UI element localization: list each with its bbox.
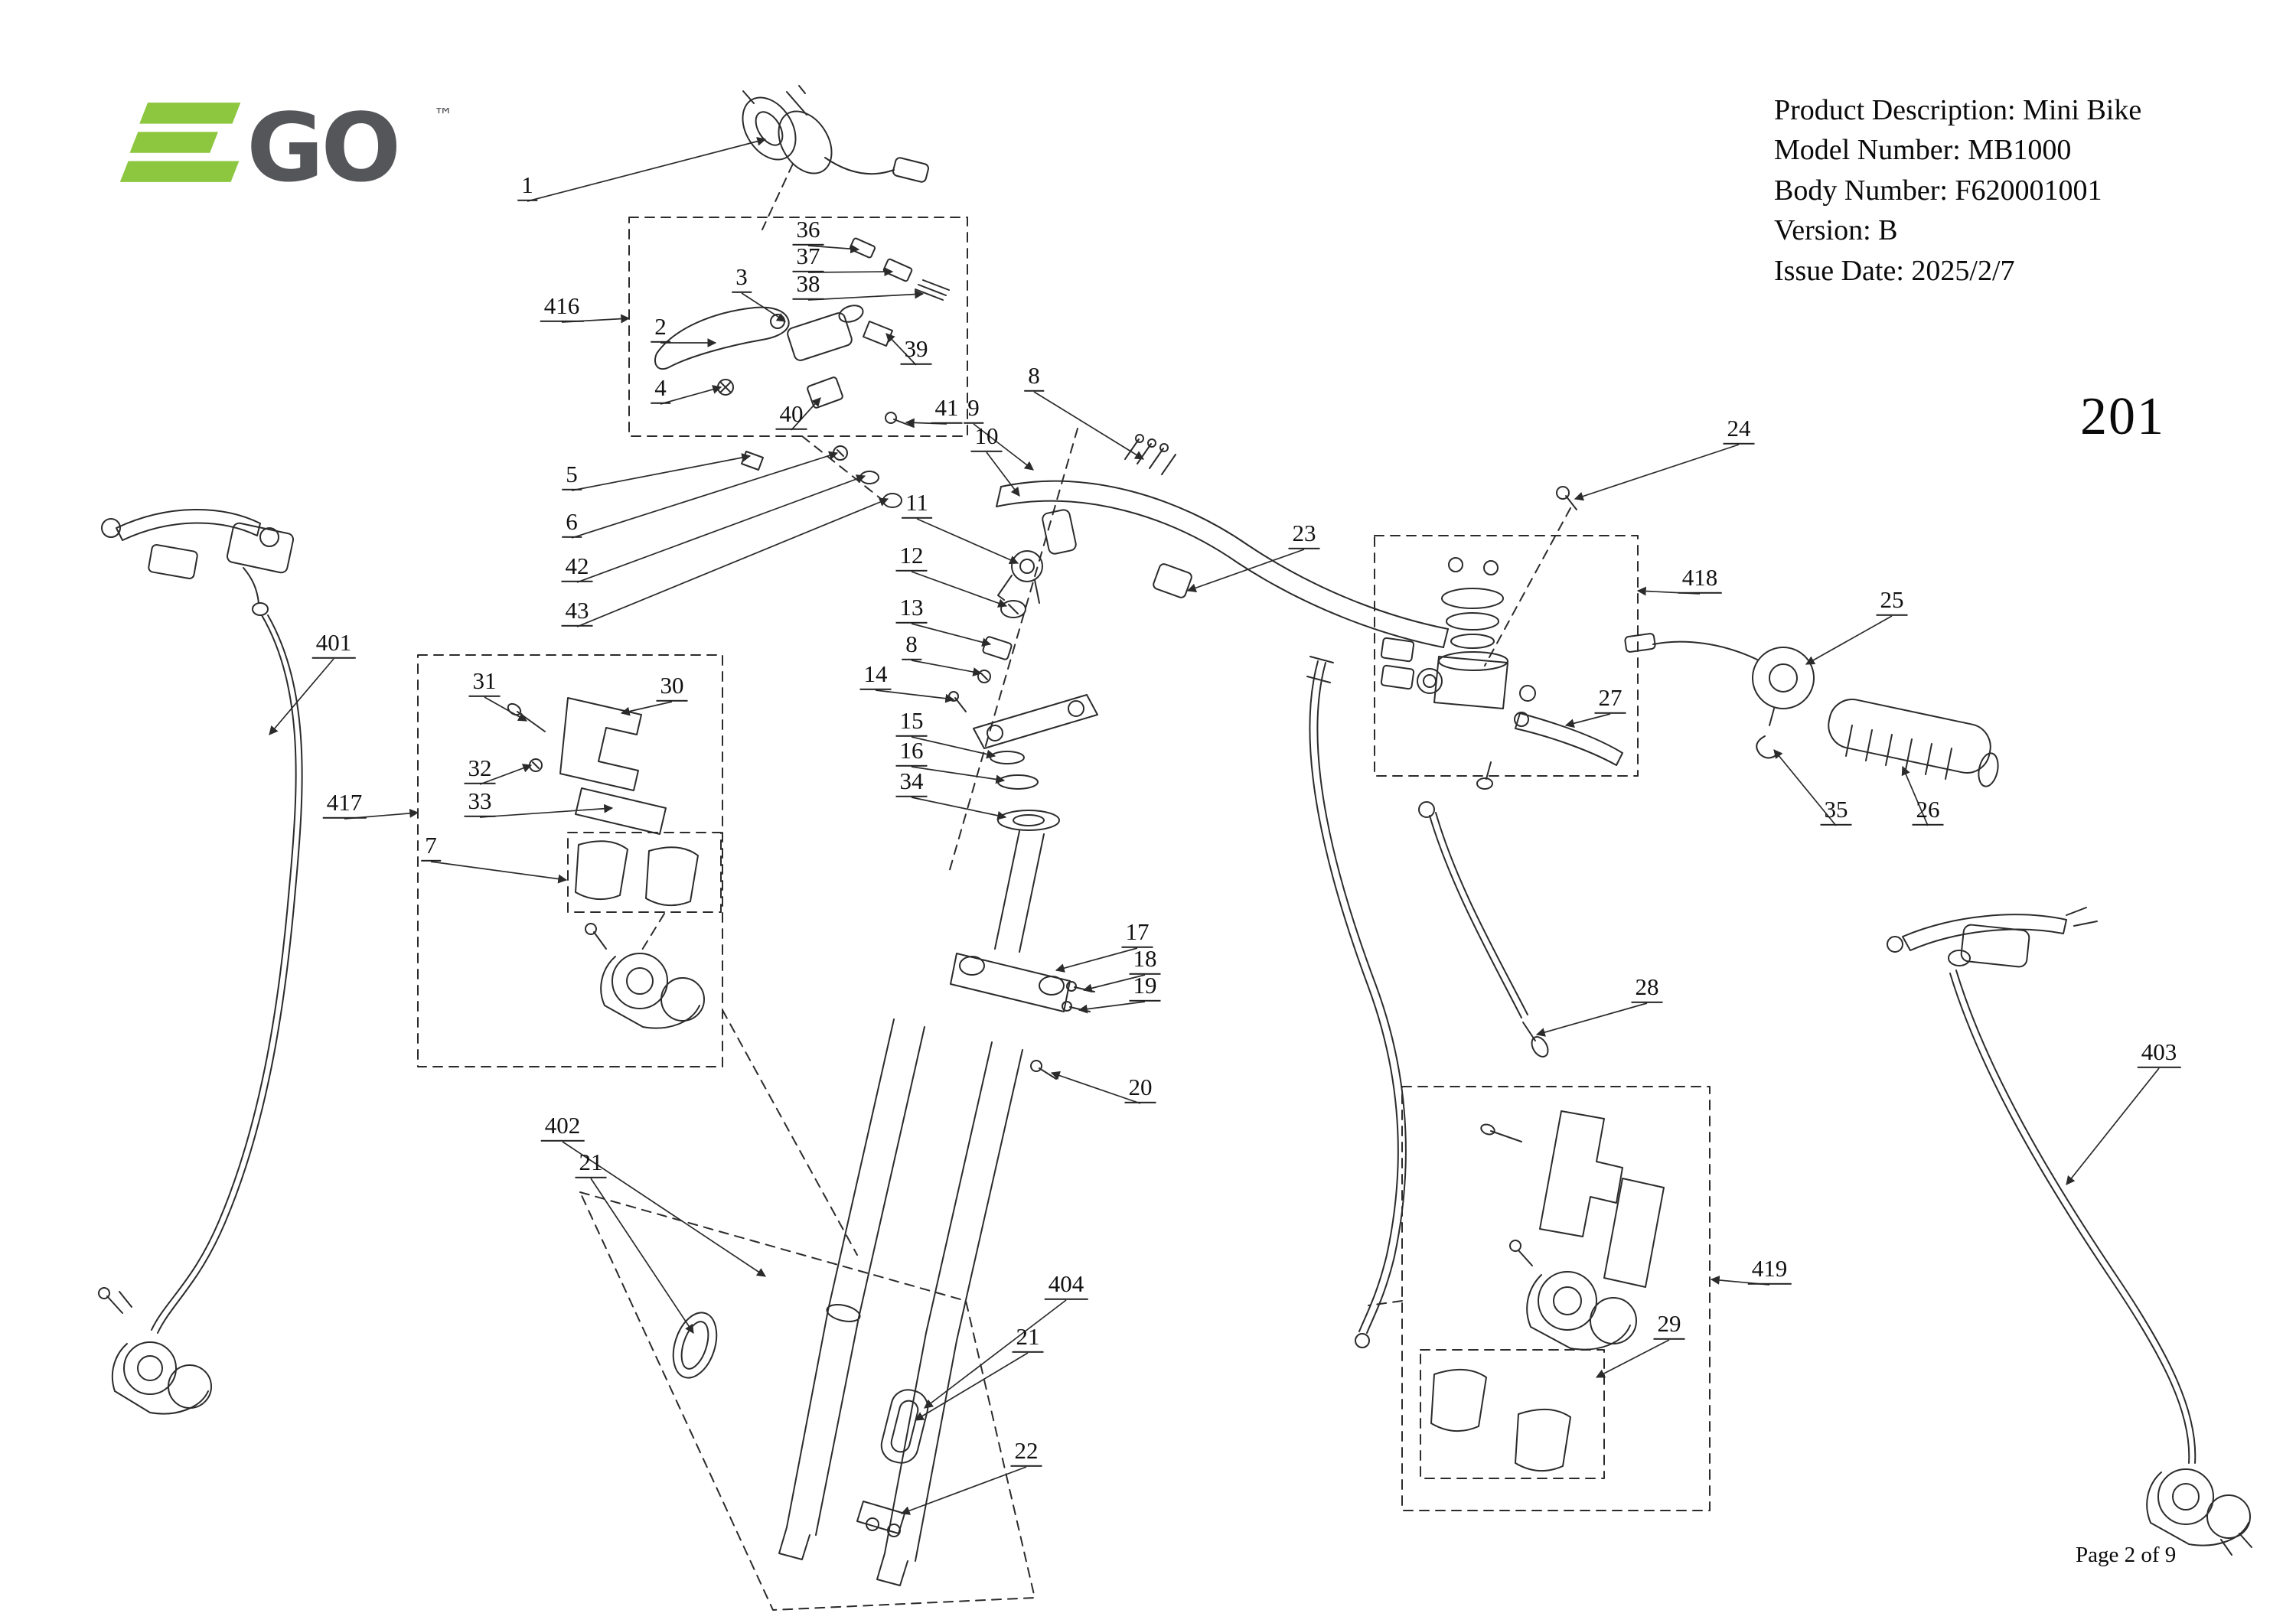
- page-indicator: Page 2 of 9: [2076, 1543, 2177, 1567]
- callout-30-36: 30: [656, 673, 688, 702]
- right-master-cylinder-group-418: [1374, 486, 1639, 790]
- callout-9-11: 9: [964, 395, 983, 424]
- callout-416-1: 416: [540, 293, 584, 322]
- callout-22-48: 22: [1010, 1438, 1042, 1467]
- callout-4-8: 4: [651, 375, 670, 404]
- callout-419-51: 419: [1747, 1256, 1792, 1285]
- front-brake-lever-group-416: [628, 217, 968, 502]
- callout-19-42: 19: [1129, 973, 1161, 1002]
- callout-29-52: 29: [1653, 1311, 1685, 1340]
- callout-403-50: 403: [2137, 1039, 2181, 1068]
- model-number: Model Number: MB1000: [1774, 134, 2072, 167]
- callout-15-23: 15: [895, 708, 928, 737]
- ego-logo-graphic: GO ™: [119, 94, 453, 204]
- body-number: Body Number: F620001001: [1774, 174, 2102, 207]
- title-block: Product Description: Mini Bike Model Num…: [1774, 90, 2141, 291]
- callout-25-29: 25: [1876, 587, 1908, 616]
- callout-401-33: 401: [311, 630, 356, 659]
- callout-7-39: 7: [421, 833, 441, 862]
- left-brake-lever-hose-drawing: [98, 508, 303, 1415]
- fork-assembly-drawing: [579, 953, 1095, 1611]
- callout-16-24: 16: [895, 738, 928, 767]
- callout-1-0: 1: [517, 172, 537, 201]
- callout-23-26: 23: [1288, 520, 1320, 549]
- callout-38-6: 38: [792, 271, 824, 300]
- product-description: Product Description: Mini Bike: [1774, 94, 2142, 126]
- callout-35-31: 35: [1820, 797, 1852, 826]
- throttle-switch-assembly-drawing: [742, 85, 929, 230]
- callout-27-30: 27: [1594, 685, 1626, 714]
- callout-43-17: 43: [561, 598, 593, 627]
- callout-28-49: 28: [1631, 974, 1663, 1003]
- callout-12-19: 12: [895, 543, 928, 572]
- callout-3-3: 3: [732, 264, 752, 293]
- handlebar-drawing: [996, 434, 1449, 694]
- callout-39-7: 39: [900, 336, 932, 365]
- callout-18-41: 18: [1129, 946, 1161, 975]
- callout-42-16: 42: [561, 553, 593, 582]
- callout-8-21: 8: [902, 631, 921, 660]
- version: Version: B: [1774, 214, 1898, 247]
- callout-8-13: 8: [1024, 363, 1044, 392]
- ego-logo-e-bars: [119, 103, 241, 182]
- steering-stem-parts-drawing: [741, 428, 1098, 953]
- rear-brake-lever-hose-drawing: [1887, 907, 2252, 1556]
- sheet-number: 201: [2080, 387, 2165, 446]
- trademark-symbol: ™: [434, 104, 453, 127]
- callout-10-12: 10: [970, 423, 1003, 452]
- callout-31-35: 31: [468, 668, 501, 697]
- callout-13-20: 13: [895, 595, 928, 624]
- callout-2-2: 2: [651, 314, 670, 343]
- callout-21-47: 21: [1012, 1324, 1044, 1353]
- callout-417-34: 417: [322, 790, 367, 819]
- callout-6-15: 6: [562, 509, 582, 538]
- callout-40-9: 40: [775, 401, 807, 430]
- rear-caliper-group-419: [1368, 1086, 1711, 1511]
- ego-logo: GO ™: [113, 94, 458, 204]
- callout-5-14: 5: [562, 461, 582, 490]
- callout-37-5: 37: [792, 243, 824, 272]
- callout-24-27: 24: [1723, 416, 1755, 445]
- callout-14-22: 14: [859, 661, 892, 690]
- callout-17-40: 17: [1121, 919, 1153, 948]
- callout-36-4: 36: [792, 217, 824, 246]
- issue-date: Issue Date: 2025/2/7: [1774, 254, 2015, 287]
- right-switch-grip-drawing: [1624, 633, 1999, 787]
- callout-404-46: 404: [1044, 1271, 1088, 1300]
- front-caliper-group-417: [417, 654, 858, 1256]
- callout-20-43: 20: [1124, 1074, 1156, 1103]
- brake-cables-drawing: [1309, 660, 1549, 1348]
- callout-21-45: 21: [575, 1149, 607, 1178]
- callout-418-28: 418: [1678, 565, 1722, 594]
- callout-11-18: 11: [902, 490, 932, 519]
- ego-logo-go-text: GO: [246, 96, 398, 190]
- callout-34-25: 34: [895, 768, 928, 797]
- callout-33-38: 33: [464, 788, 496, 817]
- callout-26-32: 26: [1912, 797, 1944, 826]
- callout-41-10: 41: [931, 395, 963, 424]
- callout-402-44: 402: [540, 1113, 585, 1142]
- callout-32-37: 32: [464, 755, 496, 784]
